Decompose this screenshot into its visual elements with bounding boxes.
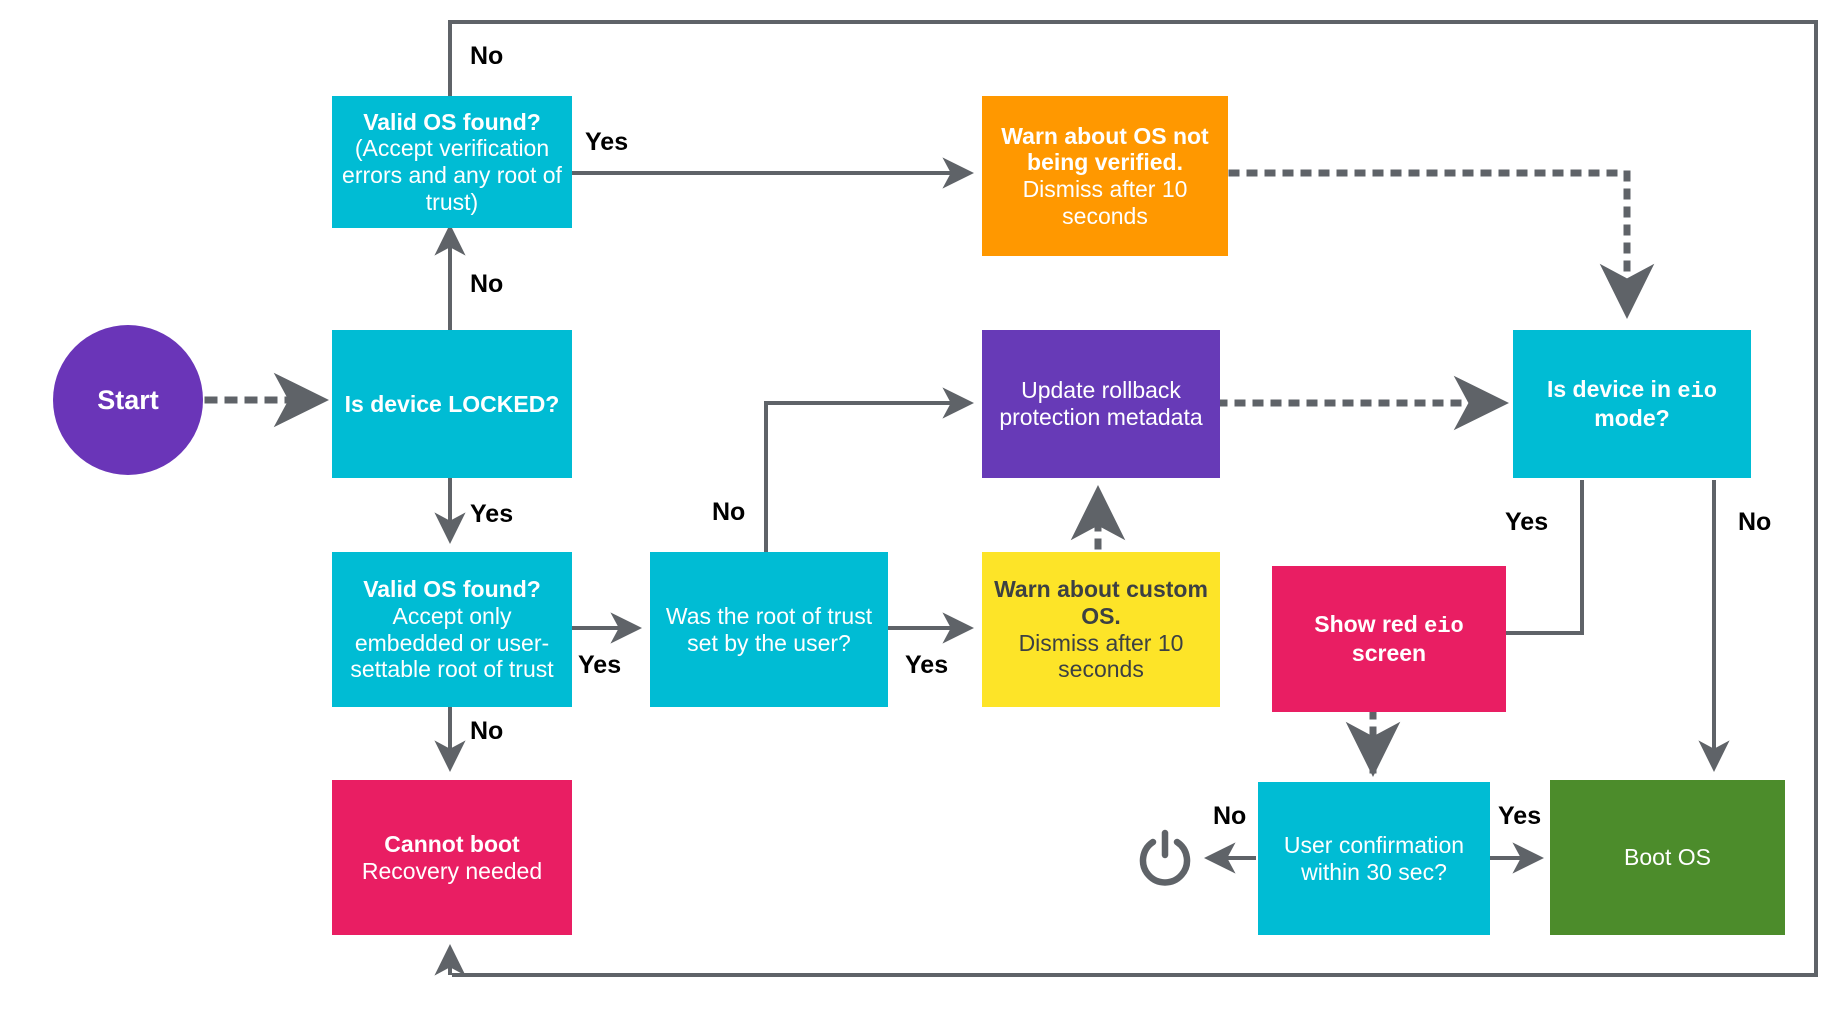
- is-device-in-eio-mode-node[interactable]: Is device in eio mode?: [1513, 330, 1751, 478]
- node-title: Is device in eio mode?: [1519, 376, 1745, 431]
- node-subtitle: Update rollback protection metadata: [999, 377, 1203, 430]
- warn-os-not-verified-node[interactable]: Warn about OS not being verified. Dismis…: [982, 96, 1228, 256]
- power-icon: [1139, 829, 1191, 886]
- valid-os-found-locked-node[interactable]: Valid OS found? Accept only embedded or …: [332, 552, 572, 707]
- boot-os-node[interactable]: Boot OS: [1550, 780, 1785, 935]
- node-title: Cannot boot: [384, 830, 520, 857]
- edge-label-no-validos-cannotboot: No: [470, 717, 504, 745]
- edge-label-yes-eio-showred: Yes: [1505, 508, 1549, 536]
- start-node-label: Start: [97, 384, 159, 415]
- show-red-eio-screen-node[interactable]: Show red eio screen: [1272, 566, 1506, 712]
- node-subtitle: Dismiss after 10 seconds: [1022, 176, 1188, 229]
- eio-keyword: eio: [1677, 379, 1717, 405]
- cannot-boot-node[interactable]: Cannot boot Recovery needed: [332, 780, 572, 935]
- node-subtitle: (Accept verification errors and any root…: [342, 135, 562, 215]
- eio-keyword: eio: [1424, 614, 1464, 640]
- node-title: Valid OS found?: [363, 108, 541, 135]
- edge-root-no-to-rollback: [764, 387, 974, 552]
- node-title: Warn about OS not being verified.: [1001, 122, 1209, 176]
- edge-label-yes-locked: Yes: [470, 500, 514, 528]
- was-root-of-trust-set-by-user-node[interactable]: Was the root of trust set by the user?: [650, 552, 888, 707]
- node-title: Show red eio screen: [1278, 611, 1500, 666]
- edge-label-no-top-loop: No: [470, 42, 504, 70]
- edge-warn-to-eio: [1228, 169, 1655, 319]
- valid-os-found-unlocked-node[interactable]: Valid OS found? (Accept verification err…: [332, 96, 572, 228]
- edge-label-no-locked-to-validos: No: [470, 270, 504, 298]
- node-subtitle: Was the root of trust set by the user?: [665, 602, 873, 656]
- edge-label-yes-root-warncustom: Yes: [905, 651, 949, 679]
- is-device-locked-node[interactable]: Is device LOCKED?: [332, 330, 572, 478]
- node-title: Is device LOCKED?: [344, 390, 560, 417]
- node-title: Valid OS found?: [363, 576, 541, 603]
- edge-label-no-root-rollback: No: [712, 498, 746, 526]
- warn-custom-os-node[interactable]: Warn about custom OS. Dismiss after 10 s…: [982, 552, 1220, 707]
- node-subtitle: Recovery needed: [361, 857, 543, 884]
- start-node[interactable]: Start: [53, 325, 203, 475]
- node-subtitle: Boot OS: [1624, 844, 1711, 871]
- eio-title-pre: Is device in: [1546, 376, 1678, 403]
- showred-title-post: screen: [1351, 639, 1427, 666]
- eio-title-post: mode?: [1594, 404, 1670, 431]
- edge-label-no-eio-bootos: No: [1738, 508, 1772, 536]
- node-subtitle: User confirmation within 30 sec?: [1283, 831, 1465, 885]
- showred-title-pre: Show red: [1314, 611, 1425, 638]
- edge-label-no-confirm-poweroff: No: [1213, 802, 1247, 830]
- user-confirmation-node[interactable]: User confirmation within 30 sec?: [1258, 782, 1490, 935]
- edge-label-yes-validos-root: Yes: [578, 651, 622, 679]
- node-subtitle: Accept only embedded or user-settable ro…: [350, 602, 554, 683]
- update-rollback-protection-metadata-node[interactable]: Update rollback protection metadata: [982, 330, 1220, 478]
- edge-label-yes-confirm-bootos: Yes: [1498, 802, 1542, 830]
- node-subtitle: Dismiss after 10 seconds: [1018, 629, 1184, 683]
- edge-label-yes-unlocked-warn: Yes: [585, 128, 629, 156]
- node-title: Warn about custom OS.: [994, 576, 1208, 629]
